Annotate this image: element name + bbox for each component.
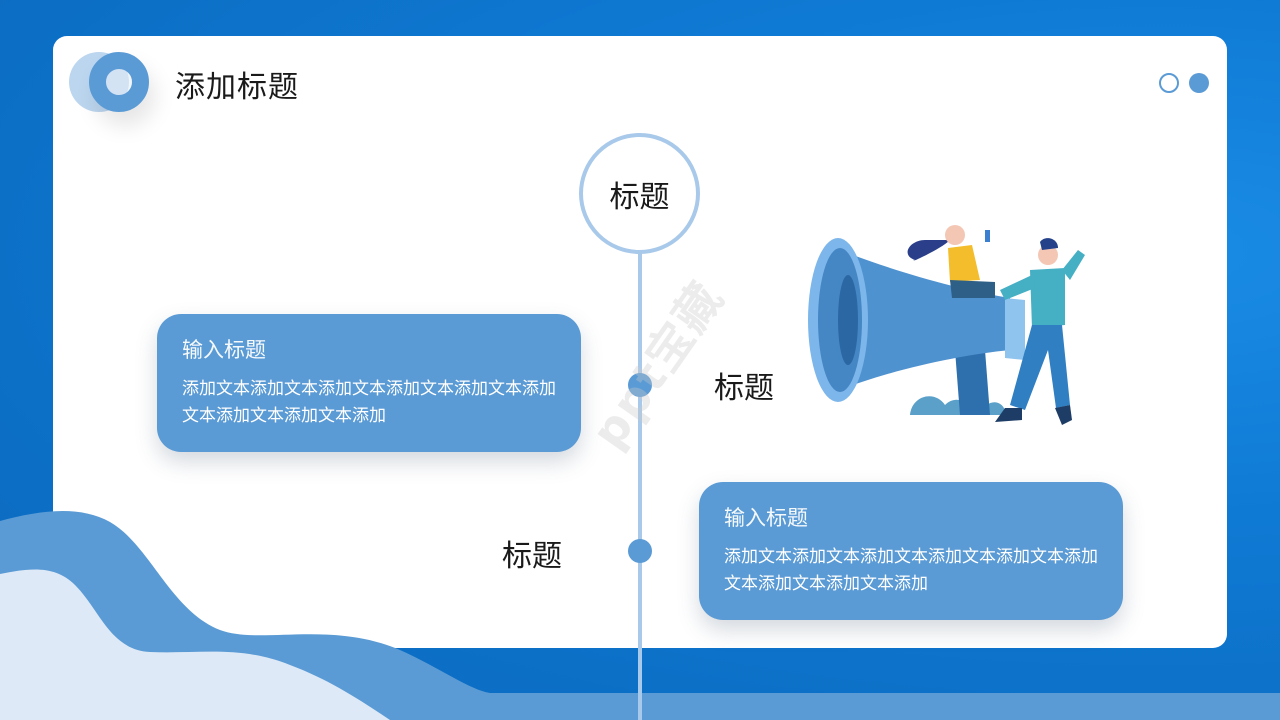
timeline-top-label: 标题 (609, 179, 670, 215)
info-card-2: 输入标题 添加文本添加文本添加文本添加文本添加文本添加文本添加文本添加文本添加 (699, 482, 1123, 620)
logo-rings-icon (69, 52, 159, 116)
page-dot-filled-icon[interactable] (1189, 73, 1209, 93)
megaphone-people-illustration-icon (808, 225, 1085, 425)
timeline-node-1-label: 标题 (714, 371, 774, 406)
timeline-node-2 (628, 539, 652, 563)
timeline-top-node: 标题 (579, 133, 700, 254)
page-dot-outline-icon[interactable] (1159, 73, 1179, 93)
info-card-1-body: 添加文本添加文本添加文本添加文本添加文本添加文本添加文本添加文本添加 (182, 379, 556, 426)
page-title: 添加标题 (175, 70, 299, 105)
info-card-1: 输入标题 添加文本添加文本添加文本添加文本添加文本添加文本添加文本添加文本添加 (157, 314, 581, 452)
info-card-1-title: 输入标题 (182, 338, 266, 362)
timeline-node-1 (628, 373, 652, 397)
info-card-2-title: 输入标题 (724, 506, 808, 530)
info-card-2-body: 添加文本添加文本添加文本添加文本添加文本添加文本添加文本添加文本添加 (724, 547, 1098, 594)
timeline-line (638, 250, 642, 720)
timeline-node-2-label: 标题 (502, 539, 562, 574)
